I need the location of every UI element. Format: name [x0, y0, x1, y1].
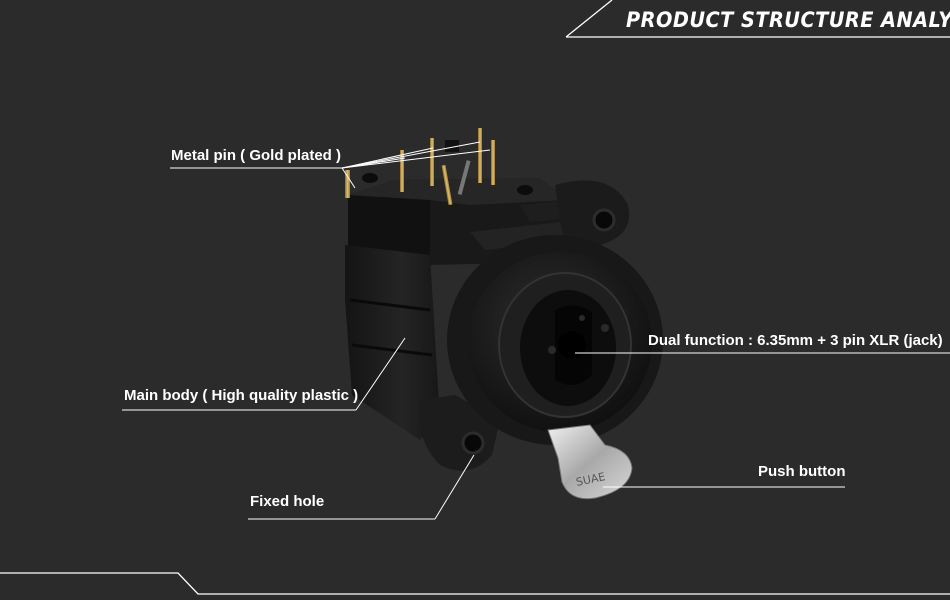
label-push-button: Push button: [758, 463, 846, 480]
label-fixed-hole: Fixed hole: [250, 493, 325, 510]
xlr-connector: SUAE: [345, 128, 663, 500]
gold-pins: [345, 128, 533, 206]
page-title: PRODUCT STRUCTURE ANALYSIS: [626, 8, 950, 32]
label-metal-pin: Metal pin ( Gold plated ): [171, 147, 341, 164]
leader-lines: [122, 141, 950, 520]
footer-frame: [0, 572, 950, 595]
label-main-body: Main body ( High quality plastic ): [124, 387, 359, 404]
header-frame: [565, 0, 950, 38]
label-dual-function: Dual function : 6.35mm + 3 pin XLR (jack…: [648, 332, 943, 349]
svg-text:SUAE: SUAE: [575, 470, 607, 489]
